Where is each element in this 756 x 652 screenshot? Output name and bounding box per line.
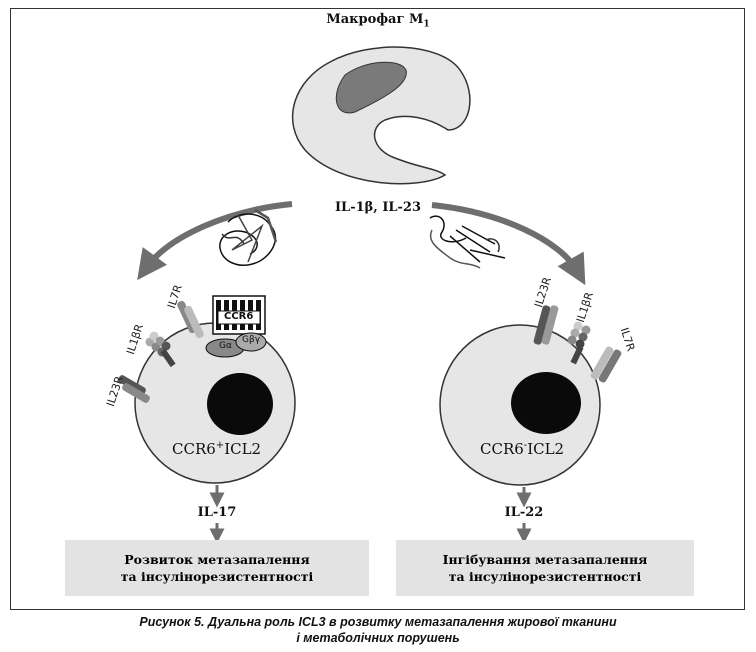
left-receptor-il23r: [118, 375, 150, 403]
il22-label: IL-22: [504, 505, 544, 520]
left-outcome-box: Розвиток метазапалення та інсулінорезист…: [65, 540, 369, 596]
left-receptor-il7r: [177, 300, 204, 339]
galpha-label: Gα: [219, 341, 232, 351]
left-receptor-il1br: [145, 331, 176, 368]
macrophage: [291, 46, 471, 185]
right-cell-label: CCR6-ICL2: [480, 440, 565, 458]
left-outcome-line1: Розвиток метазапалення: [124, 552, 310, 567]
cytokines-label: IL-1β, IL-23: [334, 200, 422, 215]
caption-line2: і метаболічних порушень: [296, 631, 460, 645]
left-curved-arrow: [137, 201, 293, 281]
il17-label: IL-17: [197, 505, 237, 520]
il23-protein-structure: [429, 215, 506, 269]
right-receptor-il1br: [567, 321, 591, 365]
diagram-canvas: [118, 46, 622, 544]
gbeta-label: Gβγ: [242, 335, 261, 345]
macrophage-title: Макрофаг M1: [326, 12, 430, 30]
caption-line1: Рисунок 5. Дуальна роль ICL3 в розвитку …: [139, 615, 617, 629]
right-outcome-line2: та інсулінорезистентності: [448, 569, 642, 584]
right-curved-arrow: [431, 202, 586, 286]
figure-caption: Рисунок 5. Дуальна роль ICL3 в розвитку …: [0, 614, 756, 646]
il1b-protein-structure: [219, 208, 278, 266]
right-outcome-line1: Інгібування метазапалення: [442, 552, 648, 567]
left-receptor-ccr6: [205, 295, 267, 358]
ccr6-label: CCR6: [224, 311, 254, 322]
right-cell: [439, 324, 601, 486]
right-outcome-box: Інгібування метазапалення та інсулінорез…: [396, 540, 694, 596]
right-receptor-il23r: [533, 305, 559, 345]
right-receptor-il7r: [590, 346, 622, 383]
left-outcome-line2: та інсулінорезистентності: [120, 569, 314, 584]
right-nucleus: [511, 372, 581, 434]
left-cell-label: CCR6+ICL2: [172, 440, 262, 458]
left-nucleus: [207, 373, 273, 435]
